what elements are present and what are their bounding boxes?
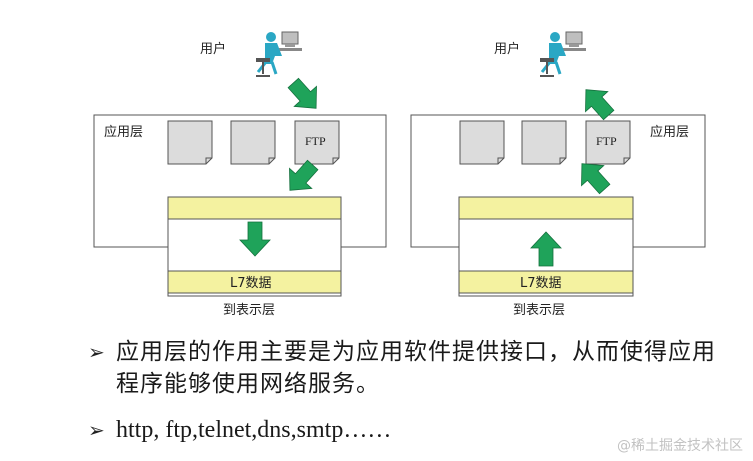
right-panel: 用户 应用层 FTP L7数据 到表示层 — [411, 32, 705, 318]
left-ftp-label: FTP — [305, 134, 326, 148]
bullet-list: ➢ 应用层的作用主要是为应用软件提供接口，从而使得应用程序能够使用网络服务。 ➢… — [88, 336, 728, 446]
user-workstation-icon — [540, 32, 586, 76]
document-icon — [231, 121, 275, 164]
right-user-label: 用户 — [494, 41, 520, 57]
right-top-bar — [459, 197, 633, 219]
user-workstation-icon — [256, 32, 302, 76]
right-data-label: L7数据 — [520, 276, 562, 291]
left-user-label: 用户 — [200, 41, 226, 57]
ftp-document: FTP — [586, 121, 630, 164]
document-icon — [522, 121, 566, 164]
arrow-icon — [282, 73, 327, 118]
bullet-text: 应用层的作用主要是为应用软件提供接口，从而使得应用程序能够使用网络服务。 — [116, 336, 728, 400]
left-bottom-label: 到表示层 — [223, 303, 275, 318]
bullet-arrow-icon: ➢ — [88, 414, 116, 446]
osi-application-layer-diagram: 用户 应用层 FTP L7数据 到表示层 用户 — [0, 0, 753, 330]
left-layer-label: 应用层 — [104, 124, 143, 140]
left-data-label: L7数据 — [230, 276, 272, 291]
document-icon — [168, 121, 212, 164]
left-top-bar — [168, 197, 341, 219]
left-panel: 用户 应用层 FTP L7数据 到表示层 — [94, 32, 386, 318]
right-layer-label: 应用层 — [650, 124, 689, 140]
bullet-arrow-icon: ➢ — [88, 336, 116, 368]
watermark: @稀土掘金技术社区 — [617, 435, 743, 455]
ftp-document: FTP — [295, 121, 339, 164]
right-bottom-label: 到表示层 — [513, 303, 565, 318]
bullet-item: ➢ 应用层的作用主要是为应用软件提供接口，从而使得应用程序能够使用网络服务。 — [88, 336, 728, 400]
right-ftp-label: FTP — [596, 134, 617, 148]
document-icon — [460, 121, 504, 164]
